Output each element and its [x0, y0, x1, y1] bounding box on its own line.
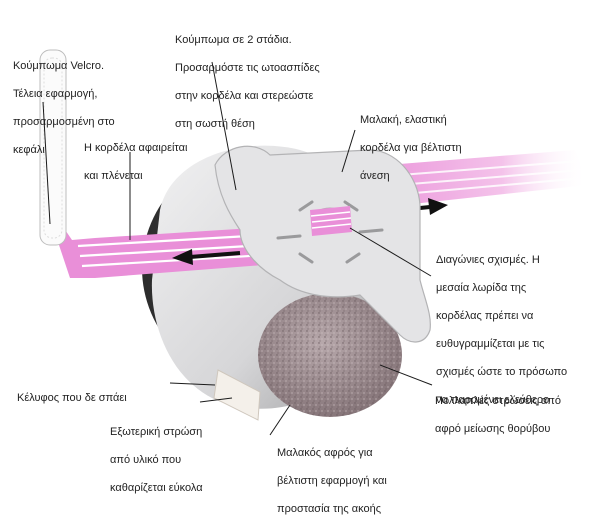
label-line: μεσαία λωρίδα της — [436, 282, 527, 294]
label-line: κορδέλας πρέπει να — [436, 310, 534, 322]
label-line: Μαλακός αφρός για — [277, 447, 373, 459]
label-line: βέλτιστη εφαρμογή και — [277, 475, 387, 487]
leader-lines — [42, 61, 433, 436]
label-soft-band: Μαλακή, ελαστική κορδέλα για βέλτιστη άν… — [360, 99, 462, 197]
label-line: προστασία της ακοής — [277, 503, 382, 515]
label-foam-layers: Πολλαπλές στρώσεις από αφρό μείωσης θορύ… — [435, 380, 561, 450]
label-line: Μαλακή, ελαστική — [360, 114, 447, 126]
label-two-stage-fastening: Κούμπωμα σε 2 στάδια. Προσαρμόστε τις ωτ… — [175, 19, 320, 145]
label-diagonal-slots: Διαγώνιες σχισμές. Η μεσαία λωρίδα της κ… — [436, 239, 567, 421]
foam-cushion — [258, 293, 402, 417]
label-line: Διαγώνιες σχισμές. Η — [436, 254, 540, 266]
label-removable-band: Η κορδέλα αφαιρείται και πλένεται — [84, 127, 187, 197]
label-line: στην κορδέλα και στερεώστε — [175, 90, 314, 102]
label-line: Κούμπωμα Velcro. — [13, 60, 105, 72]
label-line: άνεση — [360, 170, 390, 182]
label-line: αφρό μείωσης θορύβου — [435, 423, 551, 435]
label-line: ευθυγραμμίζεται με τις — [436, 338, 545, 350]
label-line: Πολλαπλές στρώσεις από — [435, 395, 561, 407]
label-line: και πλένεται — [84, 170, 143, 182]
band-through-slot — [310, 206, 352, 236]
label-line: κεφάλι — [13, 144, 45, 156]
label-line: καθαρίζεται εύκολα — [110, 482, 203, 494]
ear-protector-diagram: Κούμπωμα σε 2 στάδια. Προσαρμόστε τις ωτ… — [13, 19, 588, 515]
label-outer-layer: Εξωτερική στρώση από υλικό που καθαρίζετ… — [110, 411, 203, 509]
label-line: Προσαρμόστε τις ωτοασπίδες — [175, 62, 320, 74]
label-line: να παραμένει ελεύθερο — [436, 394, 550, 406]
label-velcro: Κούμπωμα Velcro. Τέλεια εφαρμογή, προσαρ… — [13, 45, 115, 171]
label-line: στη σωστή θέση — [175, 118, 255, 130]
label-line: Η κορδέλα αφαιρείται — [84, 142, 188, 154]
clip-plate — [214, 145, 431, 343]
label-line: Κέλυφος που δε σπάει — [17, 392, 127, 404]
label-line: σχισμές ώστε το πρόσωπο — [436, 366, 568, 378]
label-unbreakable-shell: Κέλυφος που δε σπάει — [17, 377, 127, 419]
label-line: Κούμπωμα σε 2 στάδια. — [175, 34, 292, 46]
illustration — [39, 49, 588, 436]
label-soft-foam: Μαλακός αφρός για βέλτιστη εφαρμογή και … — [277, 432, 387, 530]
label-line: Εξωτερική στρώση — [110, 426, 203, 438]
label-line: προσαρμοσμένη στο — [13, 116, 115, 128]
label-line: κορδέλα για βέλτιστη — [360, 142, 462, 154]
label-line: από υλικό που — [110, 454, 182, 466]
left-arrow-icon — [172, 249, 241, 265]
label-line: Τέλεια εφαρμογή, — [13, 88, 98, 100]
outer-layer-block — [213, 369, 261, 421]
